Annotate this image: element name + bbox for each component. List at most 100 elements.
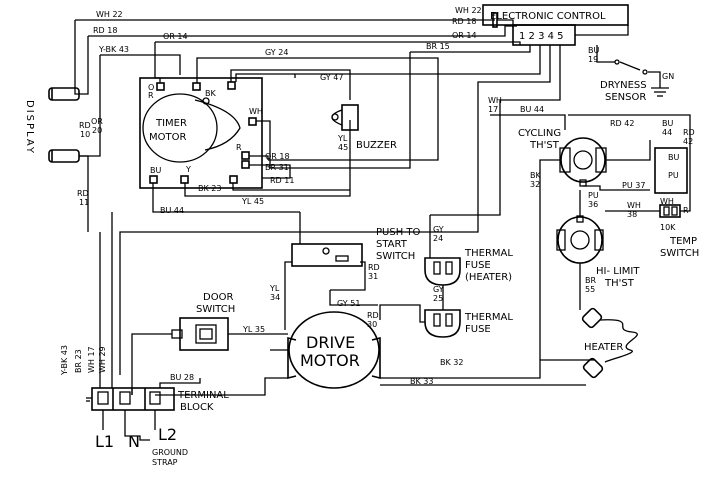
- wire-rd11-b: 11: [79, 198, 89, 207]
- cycling-thermostat: [559, 137, 607, 187]
- thermal-fuse-heater: [424, 257, 461, 286]
- wire-pu36-b: 36: [588, 200, 598, 209]
- terminal-block-label-2: BLOCK: [180, 402, 214, 413]
- wire-or14-ctrl: OR 14: [452, 31, 477, 40]
- wire-wh17-b: 17: [488, 105, 498, 114]
- door-switch-label-2: SWITCH: [196, 304, 235, 315]
- ground-strap-label-1: GROUND: [152, 448, 188, 457]
- wire-bk23: BK 23: [198, 184, 221, 193]
- hi-limit-label-1: HI- LIMIT: [596, 266, 640, 277]
- wire-yl45-a: YL: [337, 134, 348, 143]
- wire-rd11-a: RD: [77, 189, 89, 198]
- wire-yl45-timer: YL 45: [241, 197, 264, 206]
- door-switch: [171, 317, 229, 351]
- push-to-start-switch: [291, 243, 363, 267]
- ten-k-label: 10K: [660, 223, 676, 232]
- buzzer-label: BUZZER: [356, 140, 397, 151]
- wire-gy24-top: GY 24: [265, 48, 288, 57]
- wire-rd31-a: RD: [368, 263, 380, 272]
- wire-or20-b: 20: [92, 126, 102, 135]
- wire-wh38-a: WH: [627, 201, 641, 210]
- wire-or20-a: OR: [91, 117, 103, 126]
- wire-gy51: GY 51: [337, 299, 360, 308]
- wire-gy47: GY 47: [320, 73, 343, 82]
- wire-bu19-a: BU: [588, 46, 599, 55]
- wire-rd18-top: RD 18: [93, 26, 117, 35]
- cycling-thermostat-label-1: CYCLING: [518, 128, 561, 139]
- wire-br55-b: 55: [585, 285, 595, 294]
- wire-wh17-a: WH: [488, 96, 502, 105]
- timer-motor-label-2: MOTOR: [149, 132, 186, 143]
- wire-br31: BR 31: [265, 163, 289, 172]
- push-to-start-label-1: PUSH TO: [376, 227, 421, 238]
- wire-rd10-a: RD: [79, 121, 91, 130]
- l2-label: L2: [158, 425, 177, 444]
- wire-rd42-top: RD 42: [610, 119, 634, 128]
- thermal-fuse-heater-label-3: (HEATER): [465, 272, 512, 283]
- hi-limit-thermostat: [556, 215, 604, 264]
- wire-br15: BR 15: [426, 42, 450, 51]
- n-label: N: [128, 432, 140, 451]
- wire-gy24-b: 24: [433, 234, 443, 243]
- wire-yl34-a: YL: [269, 284, 280, 293]
- dryness-sensor-label-2: SENSOR: [605, 92, 646, 103]
- wire-rd30-a: RD: [367, 311, 379, 320]
- drive-motor-label-1: DRIVE: [306, 333, 355, 352]
- wire-rd11-timer: RD 11: [270, 176, 294, 185]
- ground-strap-label-2: STRAP: [152, 458, 178, 467]
- wire-yl34-b: 34: [270, 293, 280, 302]
- wire-gn: GN: [662, 72, 674, 81]
- terminal-block-label-1: TERMINAL: [177, 390, 229, 401]
- wire-wh22-top: WH 22: [96, 10, 123, 19]
- dryness-sensor-label-1: DRYNESS: [600, 80, 647, 91]
- timer-motor-label-1: TIMER: [155, 118, 187, 129]
- wire-bu44-a: BU: [662, 119, 673, 128]
- terminal-block: [91, 387, 175, 411]
- thermal-fuse-label-1: THERMAL: [464, 312, 513, 323]
- wire-bk32-b: 32: [530, 180, 540, 189]
- wire-bu19-b: 19: [588, 55, 598, 64]
- terminal-o: O: [148, 83, 154, 92]
- wire-gy24-a: GY: [433, 225, 444, 234]
- thermal-fuse: [424, 309, 461, 338]
- wire-bk32-bottom: BK 32: [440, 358, 463, 367]
- wire-br55-a: BR: [585, 276, 596, 285]
- terminal-bu2: BU: [668, 153, 679, 162]
- thermal-fuse-heater-label-1: THERMAL: [464, 248, 513, 259]
- control-pins-label: 1 2 3 4 5: [519, 31, 564, 42]
- thermal-fuse-heater-label-2: FUSE: [465, 260, 491, 271]
- electronic-control: ELECTRONIC CONTROL 1 2 3 4 5: [482, 4, 629, 46]
- wire-rd10-b: 10: [80, 130, 90, 139]
- wire-bk33: BK 33: [410, 377, 433, 386]
- temp-switch-label-1: TEMP: [669, 236, 697, 247]
- wire-ybk43-top: Y-BK 43: [98, 45, 129, 54]
- wire-or14-top: OR 14: [163, 32, 188, 41]
- terminal-r2: R: [236, 143, 242, 152]
- l1-label: L1: [95, 432, 114, 451]
- wire-wh38-b: 38: [627, 210, 637, 219]
- wire-wh29-side: WH 29: [98, 346, 107, 373]
- timer: TIMER MOTOR O R BK WH R Y BU: [139, 77, 263, 189]
- electronic-control-label: ELECTRONIC CONTROL: [490, 11, 606, 22]
- wire-gy25-a: GY: [433, 285, 444, 294]
- temp-switch-label-2: SWITCH: [660, 248, 699, 259]
- wire-rd42-a: RD: [683, 128, 695, 137]
- wire-bu28: BU 28: [170, 373, 194, 382]
- drive-motor-label-2: MOTOR: [300, 351, 360, 370]
- heater-label: HEATER: [584, 342, 623, 353]
- wire-bu44-b: 44: [662, 128, 672, 137]
- drive-motor: [287, 311, 381, 389]
- terminal-y: Y: [185, 165, 191, 174]
- wire-br23-side: BR 23: [74, 349, 83, 373]
- wire-rd18-ctrl: RD 18: [452, 17, 476, 26]
- display-label: DISPLAY: [24, 100, 35, 155]
- terminal-wh-ts: WH: [660, 197, 674, 206]
- push-to-start-label-2: START: [376, 239, 408, 250]
- cycling-thermostat-label-2: TH'ST: [529, 140, 560, 151]
- display-connector: [48, 87, 80, 163]
- wire-wh17-side: WH 17: [87, 346, 96, 373]
- wire-rd30-b: 30: [367, 320, 377, 329]
- wire-bu44-right: BU 44: [520, 105, 544, 114]
- buzzer: [331, 104, 359, 131]
